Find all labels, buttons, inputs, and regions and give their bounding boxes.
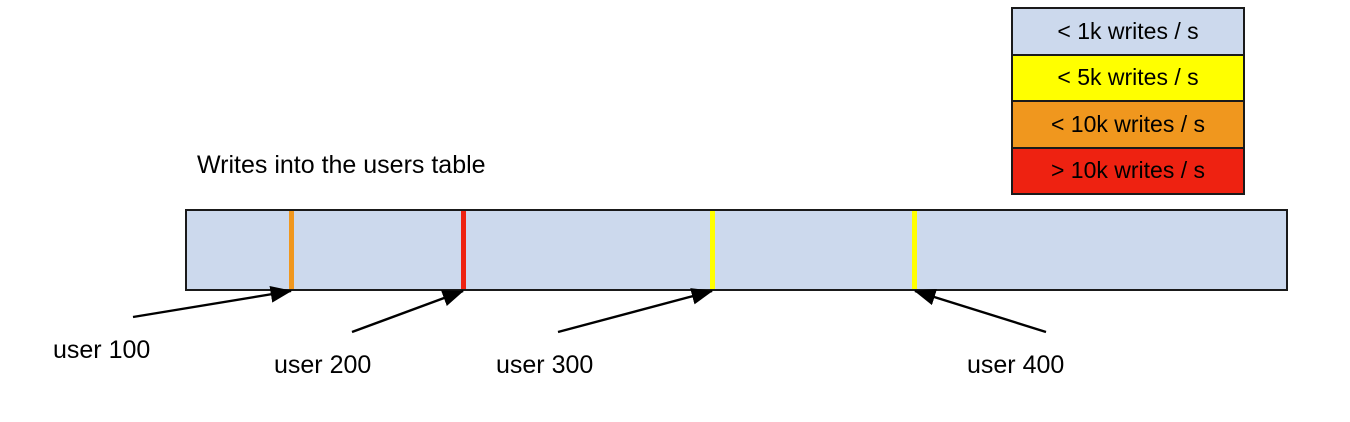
arrow-user-300 <box>557 288 714 334</box>
write-marker-user-300 <box>710 211 715 289</box>
arrow-user-100 <box>132 286 293 319</box>
legend-row-lt-5k: < 5k writes / s <box>1013 55 1243 102</box>
legend-row-lt-1k: < 1k writes / s <box>1013 9 1243 56</box>
label-user-200: user 200 <box>274 351 372 379</box>
legend-row-gt-10k: > 10k writes / s <box>1013 148 1243 193</box>
legend-label: < 5k writes / s <box>1057 64 1199 91</box>
users-table-bar <box>185 209 1288 291</box>
write-marker-user-400 <box>912 211 917 289</box>
legend-label: > 10k writes / s <box>1050 157 1206 184</box>
arrow-user-200 <box>351 289 465 334</box>
arrow-user-400 <box>913 289 1047 334</box>
page-title: Writes into the users table <box>197 151 486 179</box>
label-user-400: user 400 <box>967 351 1065 379</box>
legend-label: < 10k writes / s <box>1050 110 1206 137</box>
write-marker-user-100 <box>289 211 294 289</box>
legend-row-lt-10k: < 10k writes / s <box>1013 102 1243 149</box>
label-user-300: user 300 <box>496 351 594 379</box>
label-user-100: user 100 <box>53 336 151 364</box>
legend-label: < 1k writes / s <box>1057 17 1199 44</box>
write-marker-user-200 <box>461 211 466 289</box>
legend: < 1k writes / s < 5k writes / s < 10k wr… <box>1011 7 1245 195</box>
